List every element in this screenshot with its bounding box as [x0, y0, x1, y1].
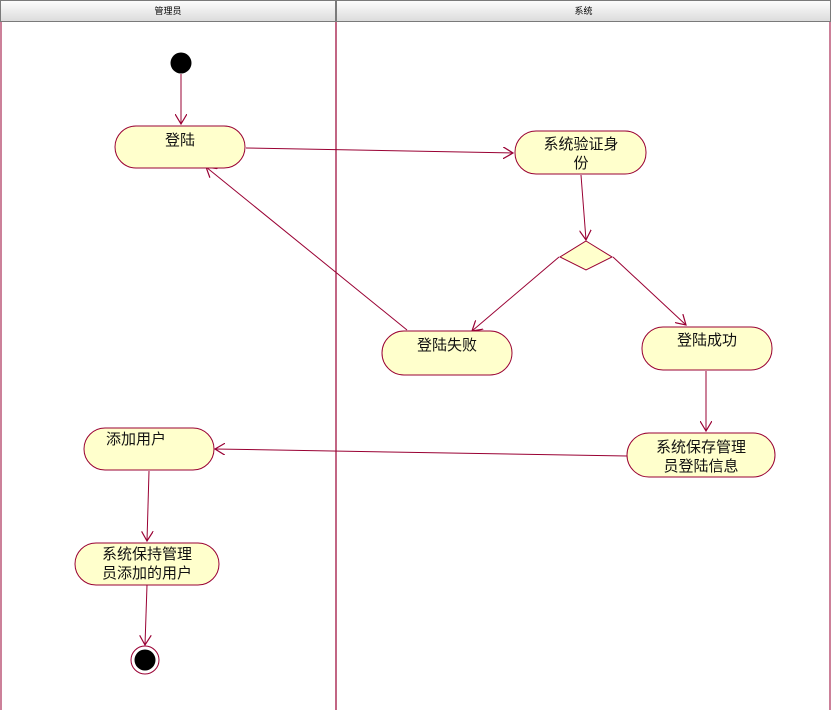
action-success-shape — [641, 326, 773, 371]
action-save-info: 系统保存管理 员登陆信息 — [626, 432, 776, 478]
action-login: 登陆 — [114, 125, 246, 169]
edge-decision-to-success — [612, 256, 686, 325]
action-verify-label-2: 份 — [573, 154, 588, 172]
action-fail-shape — [381, 330, 513, 376]
action-verify-label-1: 系统验证身 — [543, 135, 618, 153]
action-add-user-shape — [83, 427, 215, 471]
action-add-user: 添加用户 — [83, 427, 215, 471]
edge-save-info-to-add-user — [215, 449, 628, 457]
edge-decision-to-fail — [472, 256, 560, 331]
action-verify-shape — [514, 130, 647, 175]
action-save-info-label-1: 系统保存管理 — [656, 438, 746, 456]
action-add-user-label: 添加用户 — [106, 430, 166, 448]
action-save-info-shape — [626, 432, 776, 478]
action-save-user-label-1: 系统保持管理 — [102, 545, 192, 563]
end-node-core — [134, 649, 156, 671]
action-save-user-shape — [74, 542, 220, 586]
lane-header-admin: 管理员 — [0, 0, 336, 22]
action-save-user-label-2: 员添加的用户 — [102, 564, 192, 582]
action-fail: 登陆失败 — [381, 330, 513, 376]
edge-verify-to-decision — [581, 174, 586, 240]
action-login-shape — [114, 125, 246, 169]
edge-login-to-verify — [245, 148, 513, 153]
action-save-info-label-2: 员登陆信息 — [663, 457, 738, 475]
start-node — [170, 52, 192, 74]
edge-add-user-to-save-user — [147, 470, 149, 541]
action-verify: 系统验证身 份 — [514, 130, 647, 175]
action-success-label: 登陆成功 — [677, 331, 737, 349]
action-success: 登陆成功 — [641, 326, 773, 371]
edge-fail-to-login — [206, 167, 408, 331]
decision-node — [558, 240, 614, 271]
action-save-user: 系统保持管理 员添加的用户 — [74, 542, 220, 586]
edge-save-user-to-end — [145, 584, 147, 645]
action-login-label: 登陆 — [165, 131, 195, 149]
action-fail-label: 登陆失败 — [417, 336, 477, 354]
